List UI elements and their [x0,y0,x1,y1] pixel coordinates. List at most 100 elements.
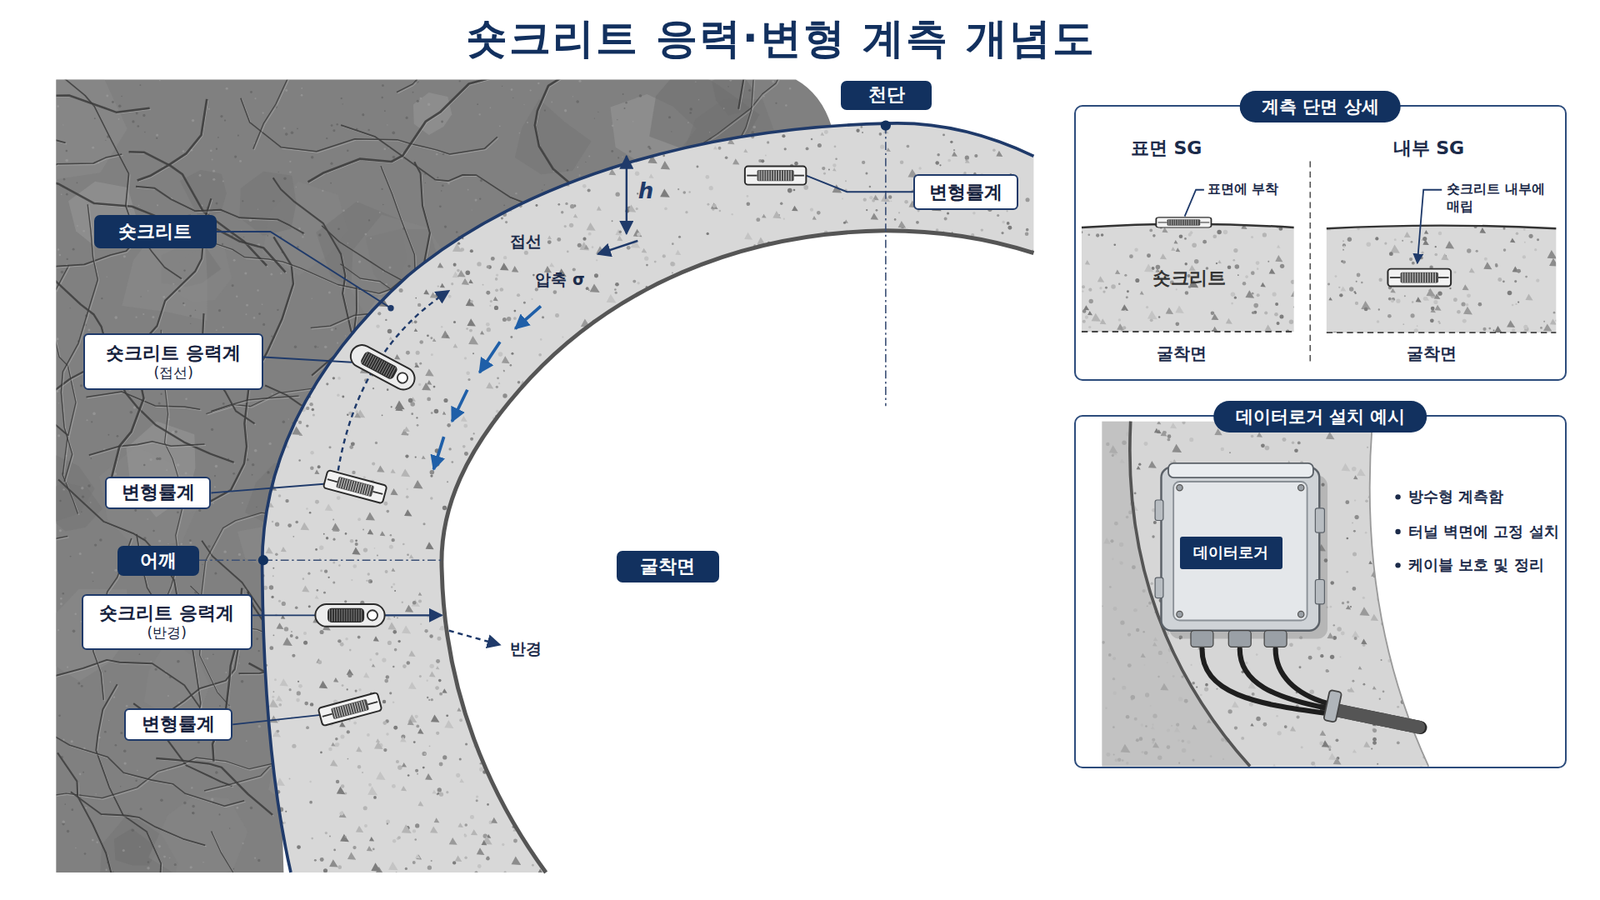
aggregate-speckle [585,286,590,290]
rock-crack [664,350,667,354]
aggregate-speckle [355,410,359,414]
rock-crack [700,535,705,539]
rock-crack [512,705,515,709]
aggregate-speckle [778,766,780,769]
rock-crack [241,200,244,202]
rock-crack [388,265,391,269]
aggregate-speckle [415,297,417,300]
rock-crack [416,100,420,103]
rock-crack [649,853,651,855]
rock-crack [234,155,237,159]
rock-crack [730,645,733,647]
rock-crack [468,528,470,530]
rock-crack [687,314,689,315]
rock-crack [301,235,304,238]
rock-crack [610,150,614,153]
aggregate-speckle [676,115,682,120]
rock-crack [790,668,793,671]
aggregate-speckle [417,800,424,806]
aggregate-speckle [804,492,807,495]
rock-crack [625,101,628,105]
rock-crack [158,457,161,460]
rock-crack [632,606,635,610]
rock-crack [70,740,74,743]
rock-crack [690,405,769,500]
rock-crack [142,114,145,117]
rock-crack [812,710,815,713]
aggregate-speckle [892,240,895,244]
rock-crack [159,80,161,82]
rock-crack [455,635,457,638]
rock-crack [189,315,192,318]
rock-crack [625,844,627,846]
rock-crack [473,485,476,488]
rock-crack [611,404,614,406]
aggregate-speckle [862,510,866,514]
rock-crack [57,248,60,251]
rock-crack [752,275,755,277]
aggregate-speckle [761,214,767,219]
aggregate-speckle [730,213,733,215]
rock-crack [507,780,510,782]
rock-crack [113,696,115,699]
rock-crack [617,864,620,866]
aggregate-speckle [646,711,651,715]
rock-crack [367,129,370,131]
rock-crack [222,326,225,329]
aggregate-speckle [314,340,317,344]
rock-crack [397,0,468,94]
rock-crack [79,772,82,775]
rock-crack [490,106,492,109]
aggregate-speckle [725,787,728,790]
rock-crack [270,273,273,276]
rock-crack [575,100,580,104]
rock-crack [120,731,123,735]
rock-crack [342,209,345,212]
rock-crack [736,375,948,419]
rock-crack [830,810,832,812]
rock-crack [76,181,79,184]
rock-crack [825,663,827,665]
rock-crack [412,91,415,94]
rock-crack [272,200,275,203]
rock-crack [695,504,698,506]
rock-crack [459,80,461,82]
rock-crack [80,486,84,490]
rock-crack [289,170,292,174]
rock-crack [600,517,602,520]
aggregate-speckle [750,718,754,722]
rock-crack [621,593,624,595]
rock-crack [798,867,801,870]
aggregate-speckle [1008,735,1012,739]
rock-crack [380,188,383,190]
rock-crack [625,623,628,625]
rock-crack [605,639,608,641]
rock-crack [283,177,286,180]
rock-crack [201,205,204,207]
rock-crack [583,852,585,855]
rock-crack [59,254,62,257]
rock-crack [696,269,700,272]
rock-crack [628,711,632,715]
rock-crack [543,362,575,449]
rock-crack [15,759,292,800]
rock-crack [298,227,301,230]
aggregate-speckle [295,698,300,703]
rock-crack [671,332,675,335]
aggregate-speckle [638,490,645,496]
aggregate-speckle [616,235,623,241]
aggregate-speckle [996,418,1000,421]
aggregate-speckle [942,470,946,475]
rock-crack [652,660,655,663]
rock-crack [381,96,384,99]
rock-crack [817,838,820,840]
rock-crack [61,76,182,280]
rock-crack [171,430,175,435]
rock-crack [212,170,215,173]
rock-crack [646,596,650,600]
rock-crack [85,806,87,809]
aggregate-speckle [335,195,339,199]
aggregate-speckle [736,381,747,390]
rock-crack [60,602,63,605]
